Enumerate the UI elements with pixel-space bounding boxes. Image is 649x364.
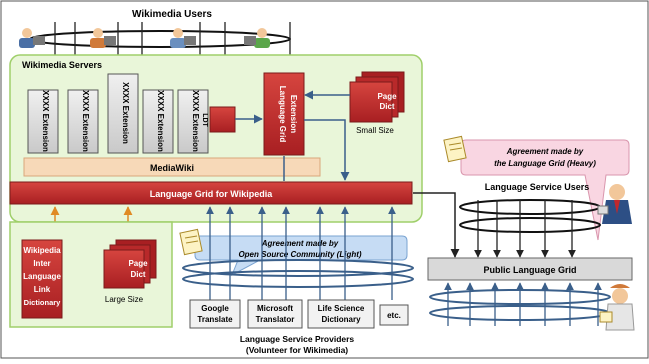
- provider-etc-box: [379, 304, 409, 326]
- small-size-label: Small Size: [356, 126, 394, 135]
- agreement-heavy-line2: the Language Grid (Heavy): [494, 159, 596, 168]
- interlang-dict-line4: Link: [34, 285, 51, 294]
- ldt-label: LDT: [201, 113, 208, 127]
- provider-ring: [182, 259, 414, 288]
- extension-label-1: XXXX Extension: [41, 90, 50, 152]
- lg-wikipedia-bar: [9, 181, 413, 205]
- page-dict-large-stack: [103, 239, 157, 289]
- lg-extension-box: [263, 72, 305, 156]
- provider-microsoft-line1: Microsoft: [257, 304, 293, 313]
- lg-wikipedia-label: Language Grid for Wikipedia: [150, 189, 273, 199]
- provider-lifescience-line1: Life Science: [318, 304, 365, 313]
- ldt-module: [209, 106, 236, 133]
- provider-person-icon: [599, 284, 635, 331]
- agreement-light-line1: Agreement made by: [261, 239, 339, 248]
- agreement-light-line2: Open Source Community (Light): [238, 250, 361, 259]
- wikimedia-users-label: Wikimedia Users: [132, 9, 212, 20]
- extension-label-5: XXXX Extension: [191, 90, 200, 152]
- provider-google-line2: Translate: [197, 315, 233, 324]
- lg-extension-line1: Language Grid: [278, 86, 287, 143]
- provider-lifescience-box: [307, 299, 375, 329]
- extension-label-2: XXXX Extension: [81, 90, 90, 152]
- provider-google-line1: Google: [201, 304, 229, 313]
- page-dict-small-line1: Page: [377, 92, 397, 101]
- providers-label-line1: Language Service Providers: [240, 334, 355, 344]
- agreement-heavy-line1: Agreement made by: [506, 147, 584, 156]
- provider-arrows: [206, 206, 396, 300]
- service-users-label: Language Service Users: [485, 182, 590, 192]
- lg-to-public-arrow: [413, 192, 460, 258]
- provider-etc-label: etc.: [387, 311, 401, 320]
- mediawiki-label: MediaWiki: [150, 163, 194, 173]
- lg-extension-line2: Extension: [289, 95, 298, 133]
- page-dict-large-line1: Page: [128, 259, 148, 268]
- user-icon-2: [90, 28, 116, 48]
- page-dict-small-line2: Dict: [379, 102, 394, 111]
- large-size-label: Large Size: [105, 295, 144, 304]
- user-icon-1: [19, 28, 45, 48]
- interlang-dict-box: [21, 239, 63, 319]
- interlang-dict-line1: Wikipedia: [23, 246, 61, 255]
- extension-box-1: [27, 89, 59, 154]
- provider-microsoft-line2: Translator: [256, 315, 295, 324]
- extension-label-3: XXXX Extension: [121, 82, 130, 144]
- page-dict-small-stack: [349, 71, 405, 123]
- extension-box-4: [142, 89, 174, 154]
- extension-box-2: [67, 89, 99, 154]
- service-user-arrows: [474, 200, 576, 258]
- public-grid-box: [427, 257, 633, 281]
- user-icon-3: [170, 28, 196, 48]
- interlang-dict-line3: Language: [23, 272, 61, 281]
- wikimedia-servers-label: Wikimedia Servers: [22, 60, 102, 70]
- interlang-dict-line2: Inter: [33, 259, 50, 268]
- contract-icon-light: [179, 228, 203, 256]
- public-provider-arrows: [444, 282, 602, 326]
- extension-box-5: [177, 89, 209, 154]
- page-dict-large-line2: Dict: [130, 270, 145, 279]
- lg-ext-right-arrow: [304, 119, 350, 181]
- contract-icon-heavy: [443, 135, 467, 163]
- businessman-icon: [597, 184, 632, 224]
- mediawiki-bar: [23, 157, 321, 177]
- provider-microsoft-box: [247, 299, 303, 329]
- providers-label-line2: (Volunteer for Wikimedia): [246, 345, 348, 355]
- provider-google-box: [189, 299, 241, 329]
- service-user-ring: [459, 199, 601, 233]
- provider-lifescience-line2: Dictionary: [321, 315, 361, 324]
- public-grid-label: Public Language Grid: [483, 265, 576, 275]
- extension-label-4: XXXX Extension: [156, 90, 165, 152]
- user-icon-4: [244, 28, 270, 48]
- extension-box-3: [107, 73, 139, 154]
- interlang-dict-line5: Dictionary: [24, 298, 62, 307]
- extension-group: XXXX Extension XXXX Extension XXXX Exten…: [27, 73, 209, 154]
